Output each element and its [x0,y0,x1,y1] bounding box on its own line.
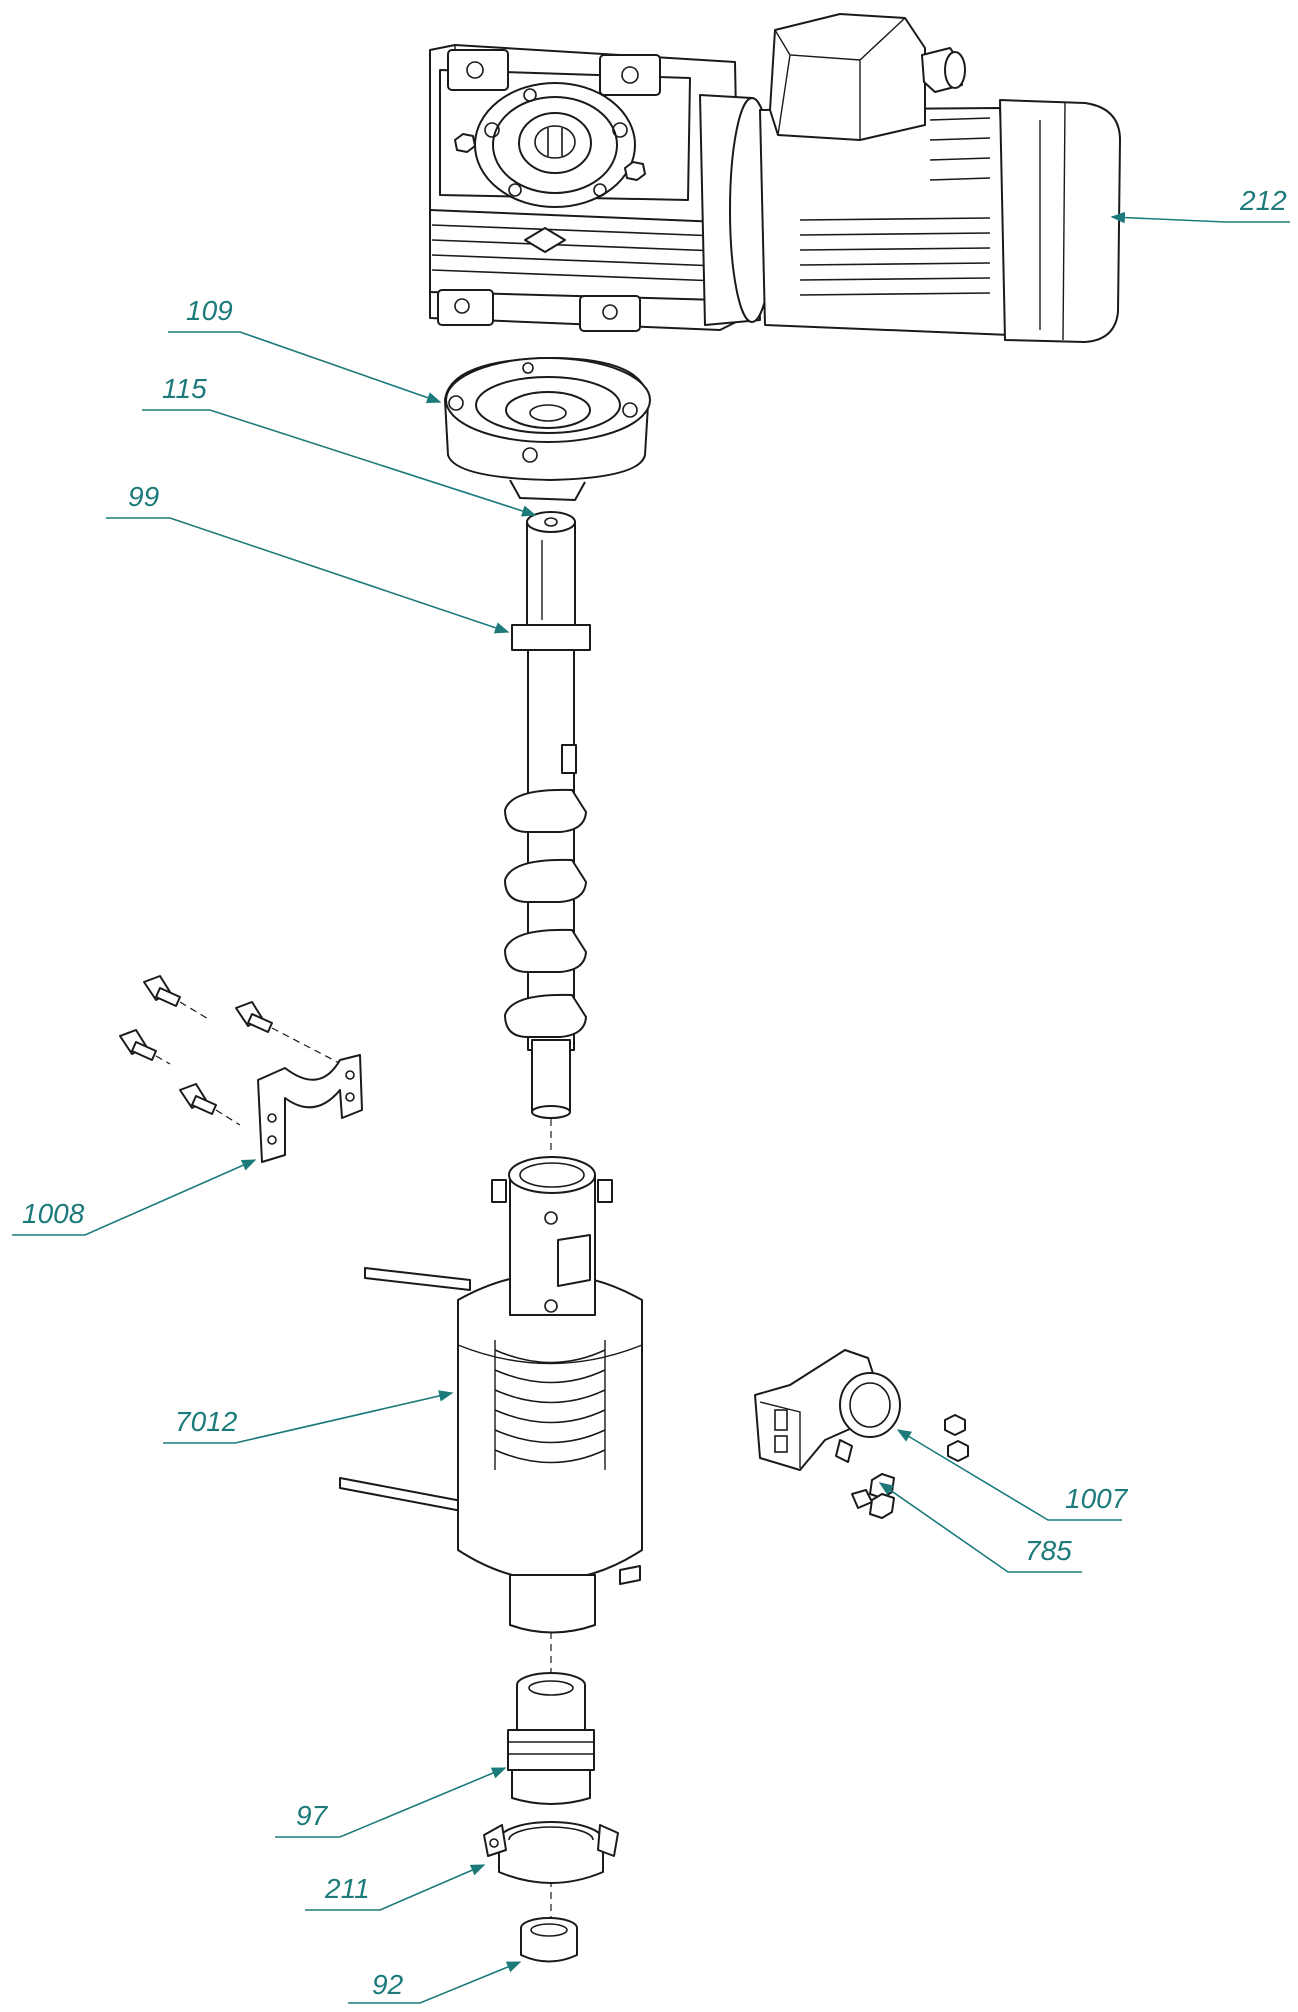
pipe-clamp-211 [483,1821,619,1884]
callout-99: 99 [106,481,510,634]
wing-nut-785 [851,1473,895,1519]
part-label-92: 92 [372,1969,404,2000]
bolt [119,1029,157,1061]
bolt [235,1001,273,1033]
auger-housing-7012 [339,1156,643,1634]
end-cap-92 [520,1917,578,1963]
part-label-109: 109 [186,295,233,326]
part-label-1008: 1008 [22,1198,85,1229]
part-label-99: 99 [128,481,159,512]
callout-92: 92 [348,1961,522,2004]
mounting-flange-109 [444,357,651,501]
part-label-785: 785 [1025,1535,1072,1566]
bearing-bushing-97 [507,1672,595,1805]
callout-211: 211 [305,1864,486,1911]
part-label-212: 212 [1239,185,1287,216]
mounting-clamp-1008 [119,975,363,1163]
part-label-115: 115 [162,373,207,404]
bolt [179,1083,217,1115]
bolt [143,975,181,1007]
part-label-211: 211 [324,1873,370,1904]
callout-1007: 1007 [896,1429,1129,1521]
callout-97: 97 [275,1767,507,1838]
callout-115: 115 [142,373,537,517]
callout-785: 785 [878,1482,1082,1573]
callout-109: 109 [168,295,442,404]
auger-screw-99 [504,511,591,1119]
callout-212: 212 [1110,185,1290,224]
part-label-7012: 7012 [175,1406,238,1437]
outlet-bracket-1007 [754,1349,969,1471]
callout-7012: 7012 [163,1390,454,1444]
part-label-97: 97 [296,1800,329,1831]
gear-motor-212 [429,13,1121,343]
callout-1008: 1008 [12,1159,257,1236]
part-label-1007: 1007 [1065,1483,1129,1514]
